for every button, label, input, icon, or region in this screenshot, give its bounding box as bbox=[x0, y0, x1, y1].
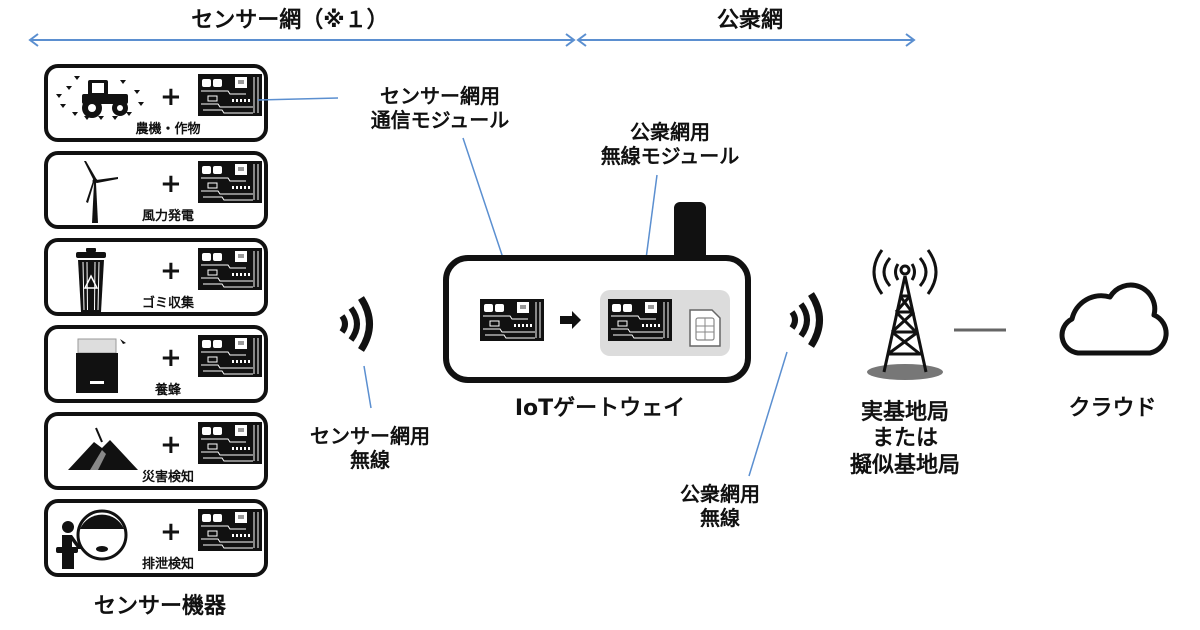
base-station-label: 実基地局 または 擬似基地局 bbox=[820, 400, 990, 479]
device-label: ゴミ収集 bbox=[141, 296, 194, 311]
public-network-arrow-right bbox=[905, 33, 916, 47]
device-label: 風力発電 bbox=[141, 209, 194, 224]
sensor-network-module-icon bbox=[480, 299, 544, 341]
device-label: 排泄検知 bbox=[141, 557, 194, 572]
sensor-device-wind: + 風力発電 bbox=[44, 151, 268, 229]
cloud-icon bbox=[1059, 282, 1169, 356]
wind-turbine-icon bbox=[84, 161, 118, 223]
callout-line: 公衆網用 bbox=[680, 482, 760, 506]
callout-line: 通信モジュール bbox=[370, 108, 510, 132]
plus-sign: + bbox=[160, 517, 182, 547]
sensor-network-heading: センサー網（※１） bbox=[191, 8, 389, 33]
public-wireless-icon bbox=[786, 290, 826, 350]
leader-line-public-wireless bbox=[748, 351, 788, 477]
sensor-device-garbage: + ゴミ収集 bbox=[44, 238, 268, 316]
sensor-device-agri: + 農機・作物 bbox=[44, 64, 268, 142]
sensor-device-disaster: + 災害検知 bbox=[44, 412, 268, 490]
base-station-label-line: または bbox=[871, 426, 938, 452]
public-network-arrow-left bbox=[576, 33, 587, 47]
sim-card-icon bbox=[689, 309, 721, 347]
trash-bin-icon bbox=[76, 248, 106, 312]
callout-public-wireless: 公衆網用 無線 bbox=[660, 482, 780, 530]
plus-sign: + bbox=[160, 343, 182, 373]
plus-sign: + bbox=[160, 430, 182, 460]
public-network-heading: 公衆網 bbox=[716, 8, 783, 33]
beehive-icon bbox=[76, 338, 126, 393]
sensor-devices-title: センサー機器 bbox=[93, 594, 226, 619]
base-station-tower-icon bbox=[867, 249, 943, 380]
callout-line: センサー網用 bbox=[380, 84, 500, 108]
arrow-right-icon bbox=[560, 311, 581, 329]
tractor-crops-icon bbox=[56, 76, 144, 120]
sensor-device-excretion: + 排泄検知 bbox=[44, 499, 268, 577]
tower-cloud-connector bbox=[954, 328, 1006, 332]
sensor-network-arrow-left bbox=[28, 33, 39, 47]
landslide-icon bbox=[68, 427, 138, 470]
network-span-arrows bbox=[28, 33, 916, 47]
callout-sensor-module: センサー網用 通信モジュール bbox=[345, 84, 535, 132]
base-station-label-line: 実基地局 bbox=[860, 400, 949, 425]
base-station-label-line: 擬似基地局 bbox=[849, 452, 960, 478]
device-label: 農機・作物 bbox=[135, 122, 201, 137]
callout-line: センサー網用 bbox=[310, 424, 430, 448]
sensor-network-arrow-right bbox=[565, 33, 576, 47]
plus-sign: + bbox=[160, 256, 182, 286]
plus-sign: + bbox=[160, 169, 182, 199]
toilet-person-icon bbox=[56, 509, 128, 569]
callout-line: 公衆網用 bbox=[630, 120, 710, 144]
device-label: 養蜂 bbox=[154, 383, 181, 398]
sensor-wireless-icon bbox=[336, 294, 376, 354]
antenna-icon bbox=[674, 202, 706, 266]
iot-gateway-device bbox=[443, 202, 751, 383]
sensor-device-beekeeping: + 養蜂 bbox=[44, 325, 268, 403]
cloud-label: クラウド bbox=[1068, 396, 1157, 421]
device-label: 災害検知 bbox=[141, 470, 194, 485]
iot-gateway-label: IoTゲートウェイ bbox=[514, 396, 686, 421]
leader-line-sensor-wireless bbox=[363, 365, 372, 409]
callout-public-module: 公衆網用 無線モジュール bbox=[580, 120, 760, 168]
leader-line-module-to-device bbox=[257, 97, 339, 101]
plus-sign: + bbox=[160, 82, 182, 112]
callout-sensor-wireless: センサー網用 無線 bbox=[295, 424, 445, 472]
callout-line: 無線モジュール bbox=[600, 144, 740, 168]
callout-line: 無線 bbox=[350, 448, 390, 472]
public-network-module-icon bbox=[608, 299, 672, 341]
callout-line: 無線 bbox=[700, 506, 740, 530]
